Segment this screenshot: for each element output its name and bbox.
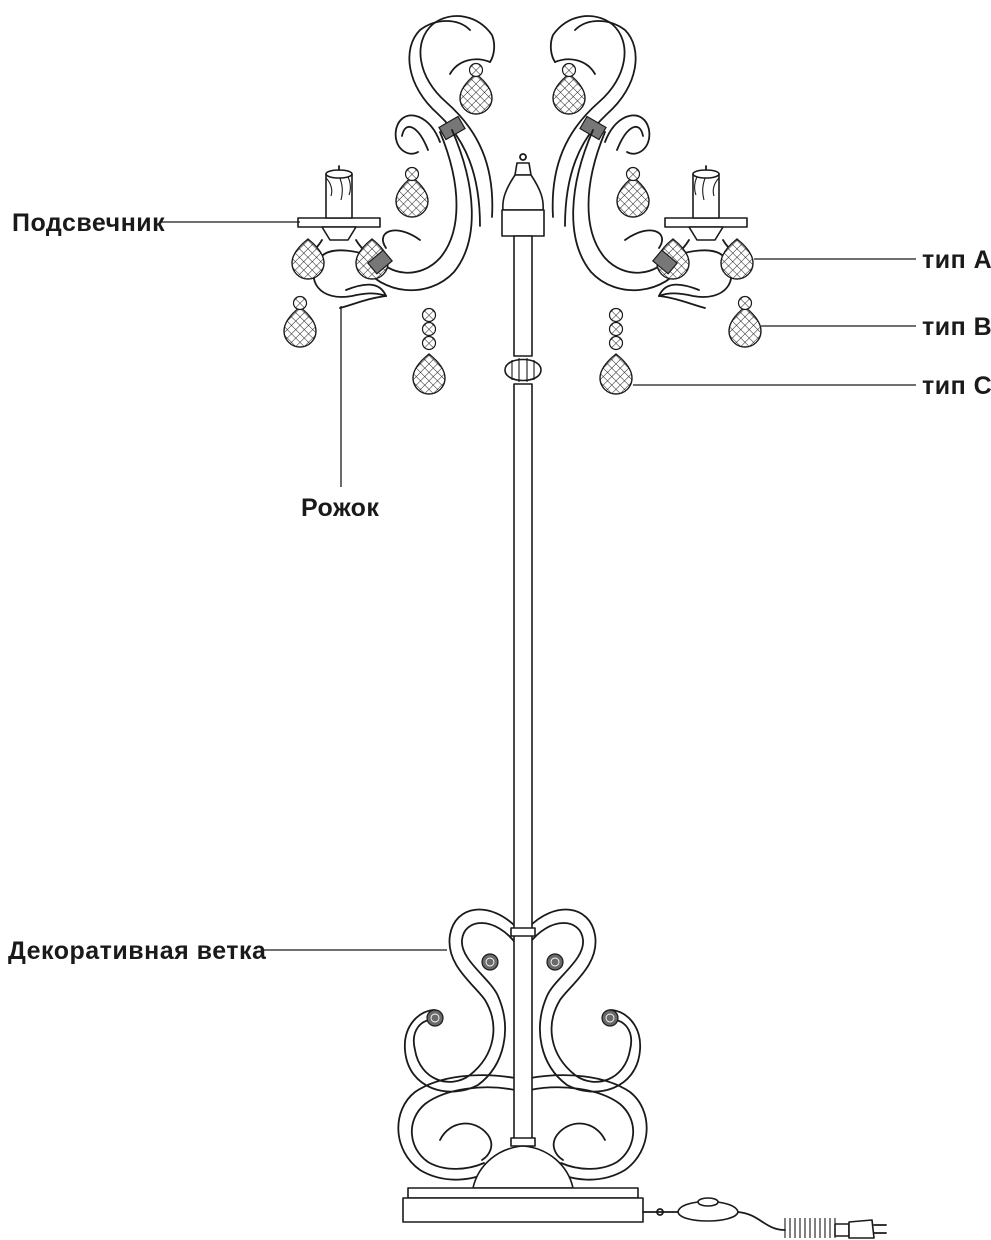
label-branch: Декоративная ветка — [8, 937, 267, 965]
label-candleholder: Подсвечник — [12, 209, 165, 237]
power-cord — [642, 1197, 887, 1239]
label-type-a: тип А — [922, 246, 991, 274]
label-type-b: тип В — [922, 313, 991, 341]
right-arm-assembly — [528, 16, 761, 1180]
label-type-c: тип С — [922, 372, 991, 400]
left-arm-assembly — [284, 16, 517, 1180]
lamp-column — [402, 153, 644, 1223]
label-arm: Рожок — [301, 494, 379, 522]
